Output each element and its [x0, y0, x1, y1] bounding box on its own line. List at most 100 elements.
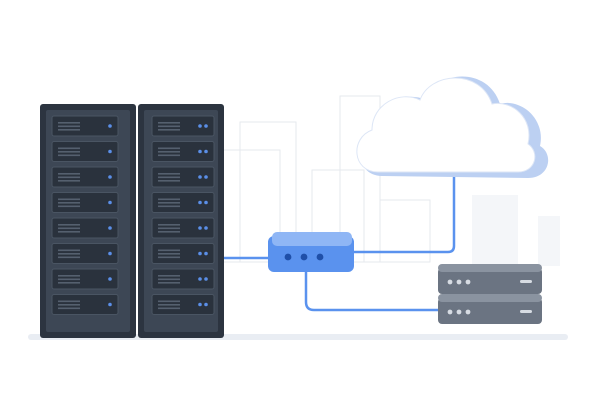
rack-unit [51, 268, 119, 290]
network-switch-icon [268, 232, 354, 272]
storage-slot [520, 310, 532, 313]
server-rack-icon [40, 104, 224, 338]
rack-unit-led [204, 277, 208, 281]
storage-led [447, 279, 453, 285]
rack-unit-led [108, 124, 112, 128]
rack-unit [151, 192, 215, 213]
switch-port-led [316, 253, 324, 261]
rack-unit [151, 166, 215, 188]
rack-unit [151, 243, 215, 264]
rack-unit-vent [58, 275, 80, 277]
rack-unit-vent [158, 198, 180, 201]
storage-led [456, 279, 462, 285]
rack-unit-vent [158, 122, 180, 124]
rack-unit-vent [58, 176, 80, 179]
rack-unit [51, 141, 119, 162]
rack-unit-vent [158, 173, 180, 175]
skyline-building [538, 216, 560, 266]
rack-unit-vent [58, 173, 80, 175]
rack-unit-vent [58, 151, 80, 153]
rack-unit-vent [158, 278, 180, 281]
rack-unit-vent [58, 300, 80, 303]
storage-unit-top [438, 264, 542, 272]
rack-unit-led [198, 226, 202, 230]
rack-unit-led [198, 175, 202, 179]
rack-unit [151, 268, 215, 290]
rack-unit-vent [158, 300, 180, 303]
rack-unit-led [204, 175, 208, 179]
switch-port-led [284, 253, 292, 261]
rack-unit-vent [58, 122, 80, 124]
switch-top [272, 232, 352, 246]
skyline-building [379, 199, 431, 263]
skyline-building [472, 195, 518, 265]
rack-unit-vent [158, 180, 180, 182]
storage-led [456, 309, 462, 315]
rack-unit-vent [158, 205, 180, 208]
rack-unit [151, 294, 215, 315]
rack-unit-vent [158, 304, 180, 306]
rack-unit [151, 115, 215, 137]
rack-unit-vent [58, 231, 80, 233]
storage-led [447, 309, 453, 315]
storage-unit-top [438, 294, 542, 302]
cable-switch-to-storage [304, 270, 442, 312]
rack-unit-led [108, 277, 112, 281]
rack-unit-vent [158, 227, 180, 230]
rack-unit-vent [158, 151, 180, 153]
rack-unit-vent [158, 249, 180, 252]
rack-unit-vent [58, 227, 80, 230]
rack-unit-vent [158, 154, 180, 157]
rack-unit-led [198, 251, 202, 256]
rack-unit-vent [158, 231, 180, 233]
rack-unit-vent [158, 147, 180, 150]
rack-unit-vent [58, 256, 80, 259]
rack-unit-vent [58, 249, 80, 252]
rack-unit-vent [58, 180, 80, 182]
rack-unit-led [198, 302, 202, 307]
rack-unit-vent [158, 282, 180, 284]
rack-unit-vent [58, 129, 80, 131]
rack-unit-vent [58, 154, 80, 157]
rack-unit-vent [58, 125, 80, 128]
rack-unit-led [204, 302, 208, 307]
rack-unit-vent [158, 202, 180, 204]
rack-unit-led [198, 149, 202, 154]
rack-unit-vent [158, 125, 180, 128]
rack-unit-led [204, 251, 208, 256]
storage-unit [438, 298, 542, 324]
rack-unit-vent [58, 304, 80, 306]
cloud-icon [356, 76, 549, 178]
network-cables [220, 172, 456, 312]
rack-unit-vent [158, 176, 180, 179]
rack-unit-led [198, 200, 202, 205]
rack-unit-vent [58, 147, 80, 150]
rack-unit [51, 217, 119, 239]
rack-unit-led [198, 124, 202, 128]
rack-unit-vent [58, 205, 80, 208]
rack-unit [51, 166, 119, 188]
rack-unit-led [108, 200, 112, 205]
rack-unit-vent [158, 275, 180, 277]
rack-unit-vent [58, 307, 80, 310]
rack-unit-vent [158, 256, 180, 259]
cable-switch-to-cloud [350, 172, 456, 254]
rack-unit-led [108, 251, 112, 256]
rack-unit [151, 141, 215, 162]
rack-unit-led [108, 302, 112, 307]
rack-unit-led [204, 149, 208, 154]
rack-unit [51, 294, 119, 315]
rack-unit-vent [58, 282, 80, 284]
rack-unit-vent [158, 253, 180, 255]
switch-port-led [300, 253, 308, 261]
storage-server-icon [438, 264, 542, 324]
rack-unit-led [108, 175, 112, 179]
rack-unit-led [108, 149, 112, 154]
rack-unit [51, 115, 119, 137]
rack-unit-led [198, 277, 202, 281]
rack-unit [51, 192, 119, 213]
rack-unit-vent [58, 202, 80, 204]
rack-unit-vent [58, 253, 80, 255]
rack-unit-led [204, 124, 208, 128]
